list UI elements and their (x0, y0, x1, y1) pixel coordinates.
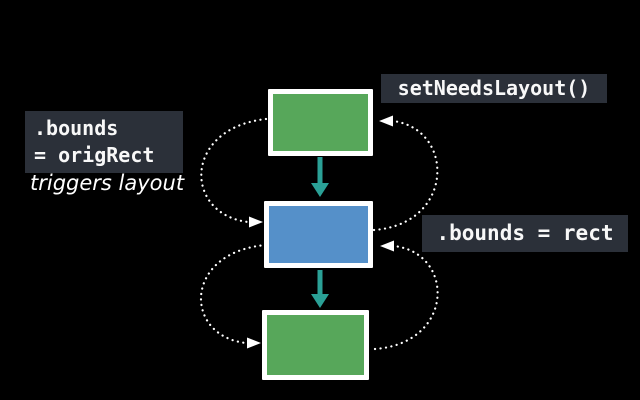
node-bottom-view (262, 310, 369, 380)
dotted-arrowhead-into-top-right-icon (379, 115, 393, 127)
layout-arrowhead-top-to-middle-icon (311, 183, 329, 197)
dotted-arc-middle-top-right (372, 119, 439, 232)
label-triggers-layout: triggers layout (30, 171, 185, 195)
label-set-needs-layout: setNeedsLayout() (381, 74, 607, 103)
label-bounds-orig-rect: .bounds = origRect (25, 111, 183, 173)
node-middle-view (264, 201, 373, 268)
dotted-arrowhead-into-middle-right-icon (380, 240, 394, 252)
dotted-arrowhead-into-middle-left-icon (249, 216, 263, 228)
node-top-view (268, 89, 373, 156)
dotted-arrowhead-into-bottom-left-icon (247, 337, 261, 349)
dotted-arc-bottom-middle-right (373, 244, 439, 351)
dotted-arc-top-middle-left (200, 117, 268, 224)
dotted-arc-middle-bottom-left (200, 243, 268, 345)
label-bounds-rect: .bounds = rect (422, 215, 628, 252)
layout-arrowhead-middle-to-bottom-icon (311, 294, 329, 308)
